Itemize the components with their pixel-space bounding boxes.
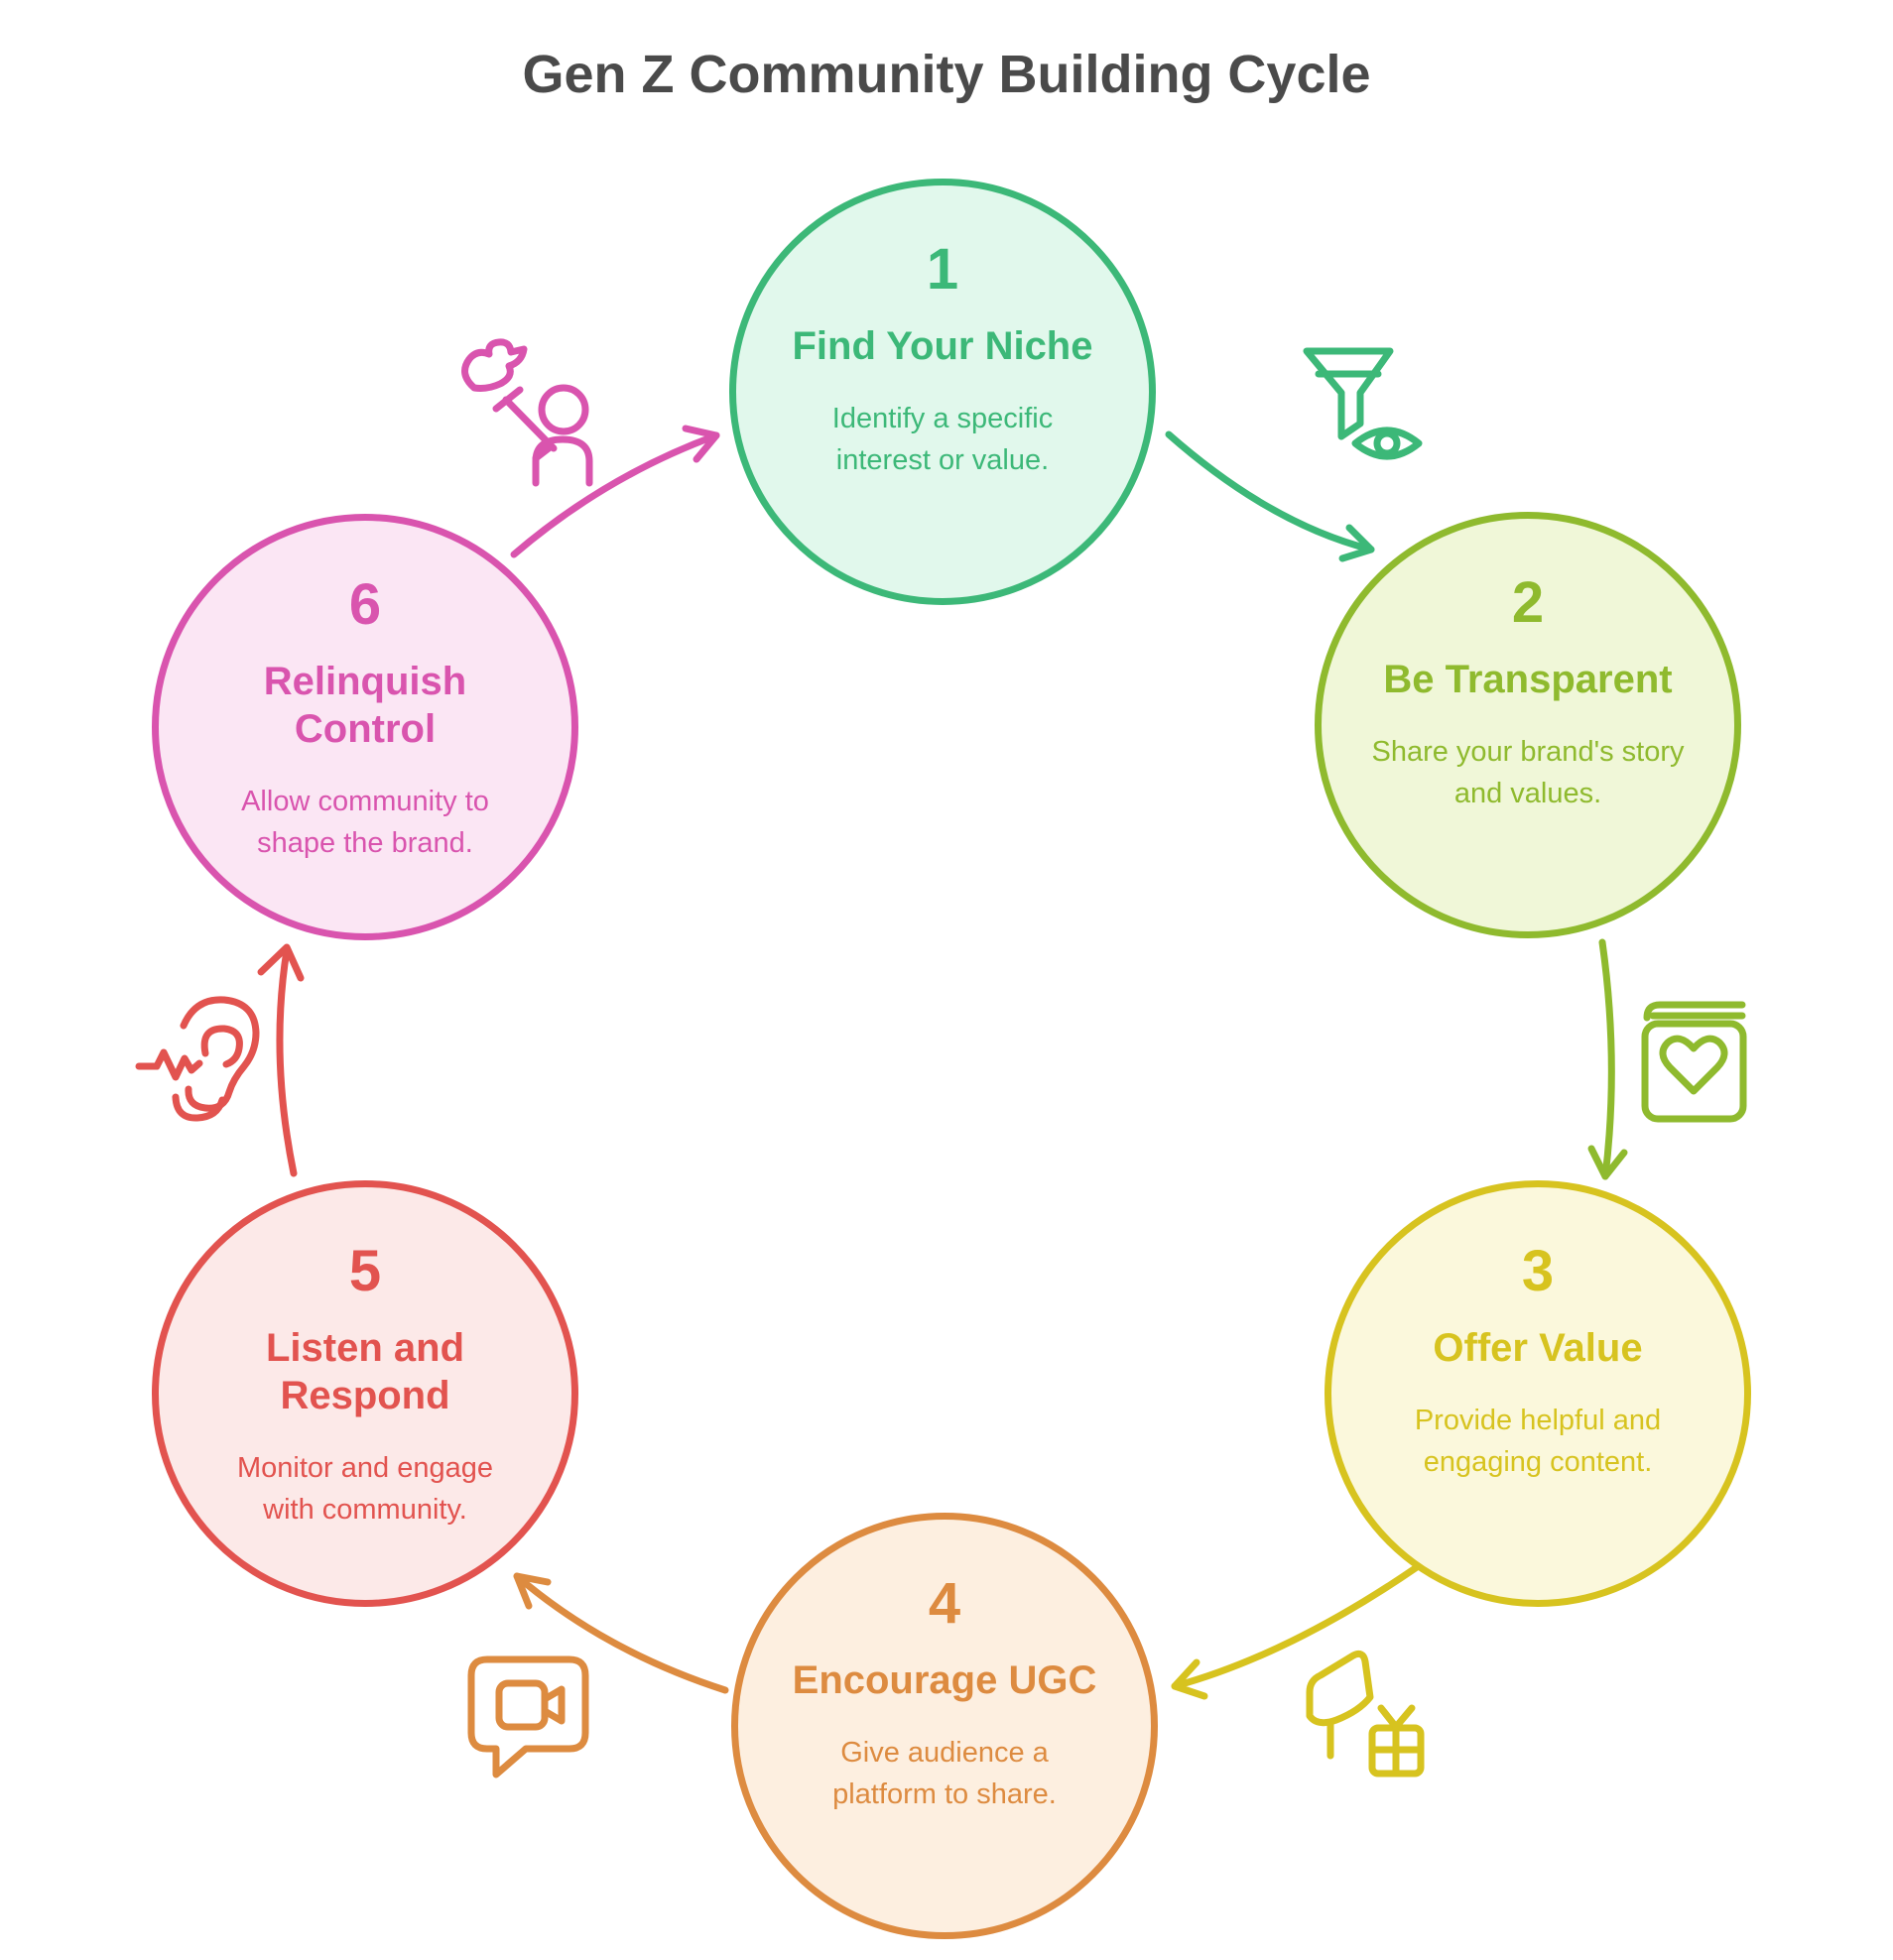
step-description: Share your brand's story and values. [1371,736,1685,810]
book-heart-icon [1641,1001,1747,1123]
step-circle-relinquish-control: 6 Relinquish Control Allow community to … [152,514,578,940]
step-number: 5 [348,1239,382,1303]
funnel-eye-icon [1303,347,1423,460]
step-title: Be Transparent [1383,658,1673,701]
megaphone-gift-icon [1306,1651,1425,1777]
arrow-step5-to-step6 [257,943,305,1177]
step-description: Give audience a platform to share. [832,1737,1057,1811]
step-title: Find Your Niche [792,324,1093,368]
arrow-step2-to-step3 [1587,938,1628,1180]
page-title: Gen Z Community Building Cycle [522,45,1371,104]
step-description: Monitor and engage with community. [237,1452,493,1527]
person-releasing-dove-icon [461,338,593,487]
step-title: Listen and Respond [265,1326,465,1417]
step-number: 3 [1521,1239,1555,1303]
step-circle-find-your-niche: 1 Find Your Niche Identify a specific in… [729,179,1156,605]
step-circle-encourage-ugc: 4 Encourage UGC Give audience a platform… [731,1513,1158,1939]
step-description: Allow community to shape the brand. [241,786,489,860]
video-chat-bubble-icon [467,1655,589,1778]
step-number: 4 [928,1571,961,1636]
arrow-step1-to-step2 [1165,430,1375,562]
step-description: Identify a specific interest or value. [831,403,1054,477]
step-number: 1 [926,237,959,302]
arrow-step4-to-step5 [513,1572,729,1694]
listening-ear-icon [135,996,260,1122]
step-circle-be-transparent: 2 Be Transparent Share your brand's stor… [1315,512,1741,938]
step-title: Relinquish Control [263,660,467,751]
step-title: Encourage UGC [792,1658,1097,1702]
step-number: 2 [1511,570,1545,635]
step-description: Provide helpful and engaging content. [1414,1405,1662,1479]
arrow-step3-to-step4 [1171,1563,1421,1700]
arrow-step6-to-step1 [510,425,720,558]
step-circle-offer-value: 3 Offer Value Provide helpful and engagi… [1325,1180,1751,1607]
step-number: 6 [348,572,382,637]
step-title: Offer Value [1433,1326,1643,1370]
step-circle-listen-and-respond: 5 Listen and Respond Monitor and engage … [152,1180,578,1607]
